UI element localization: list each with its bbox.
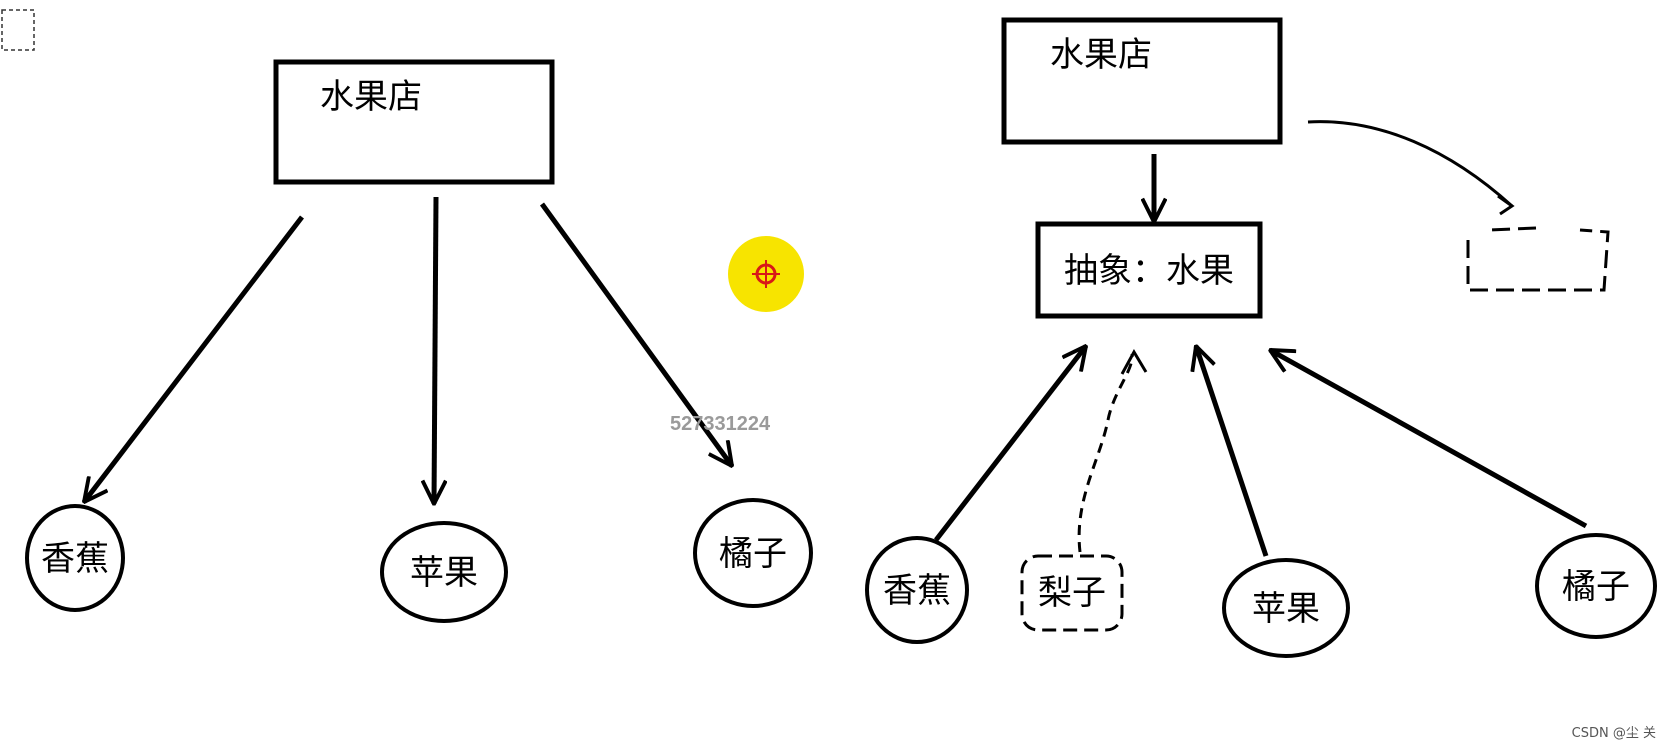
left-fruit-orange [693,498,813,608]
left-fruit-orange-label: 橘子 [719,534,787,574]
right-diagram: 水果店 抽象：水果 香蕉 梨子 苹果 橘子 [865,17,1657,658]
left-fruit-apple [380,521,508,623]
right-arrow-pear-dashed [1077,353,1134,553]
credit-text: CSDN @尘 关 [1572,726,1656,741]
right-fruit-pear-label: 梨子 [1038,573,1106,613]
left-arrow-orange [539,202,732,466]
right-arrow-apple [1196,346,1269,557]
left-fruit-apple-label: 苹果 [410,553,478,593]
watermark-text: 527331224 [670,413,771,435]
right-arrow-banana [934,346,1086,542]
abstract-fruit-label: 抽象：水果 [1064,251,1234,291]
right-fruit-orange [1535,533,1657,639]
right-fruit-pear-dashed [1020,554,1124,632]
abstract-fruit-box [1035,221,1263,319]
left-store-label: 水果店 [320,77,422,117]
selection-marker [1,9,35,51]
right-store-box [1001,17,1283,145]
cursor-highlight [728,236,804,312]
dashed-extension-arrowhead [1497,194,1515,216]
left-store-box [273,59,555,185]
right-fruit-apple [1222,558,1350,658]
right-store-label: 水果店 [1050,35,1152,75]
left-fruit-banana [25,504,125,612]
right-arrow-pear-head [1120,348,1148,375]
left-fruit-banana-label: 香蕉 [41,539,109,579]
right-fruit-apple-label: 苹果 [1252,589,1320,629]
right-fruit-banana [865,536,969,644]
right-arrow-orange [1270,347,1588,529]
left-arrow-banana [84,215,304,502]
right-fruit-banana-label: 香蕉 [883,571,951,611]
dashed-new-box [1466,226,1610,292]
right-fruit-orange-label: 橘子 [1562,567,1630,607]
dashed-extension-arrow [1307,120,1514,208]
left-arrow-apple [434,196,436,504]
left-diagram: 水果店 香蕉 苹果 橘子 [25,59,813,623]
